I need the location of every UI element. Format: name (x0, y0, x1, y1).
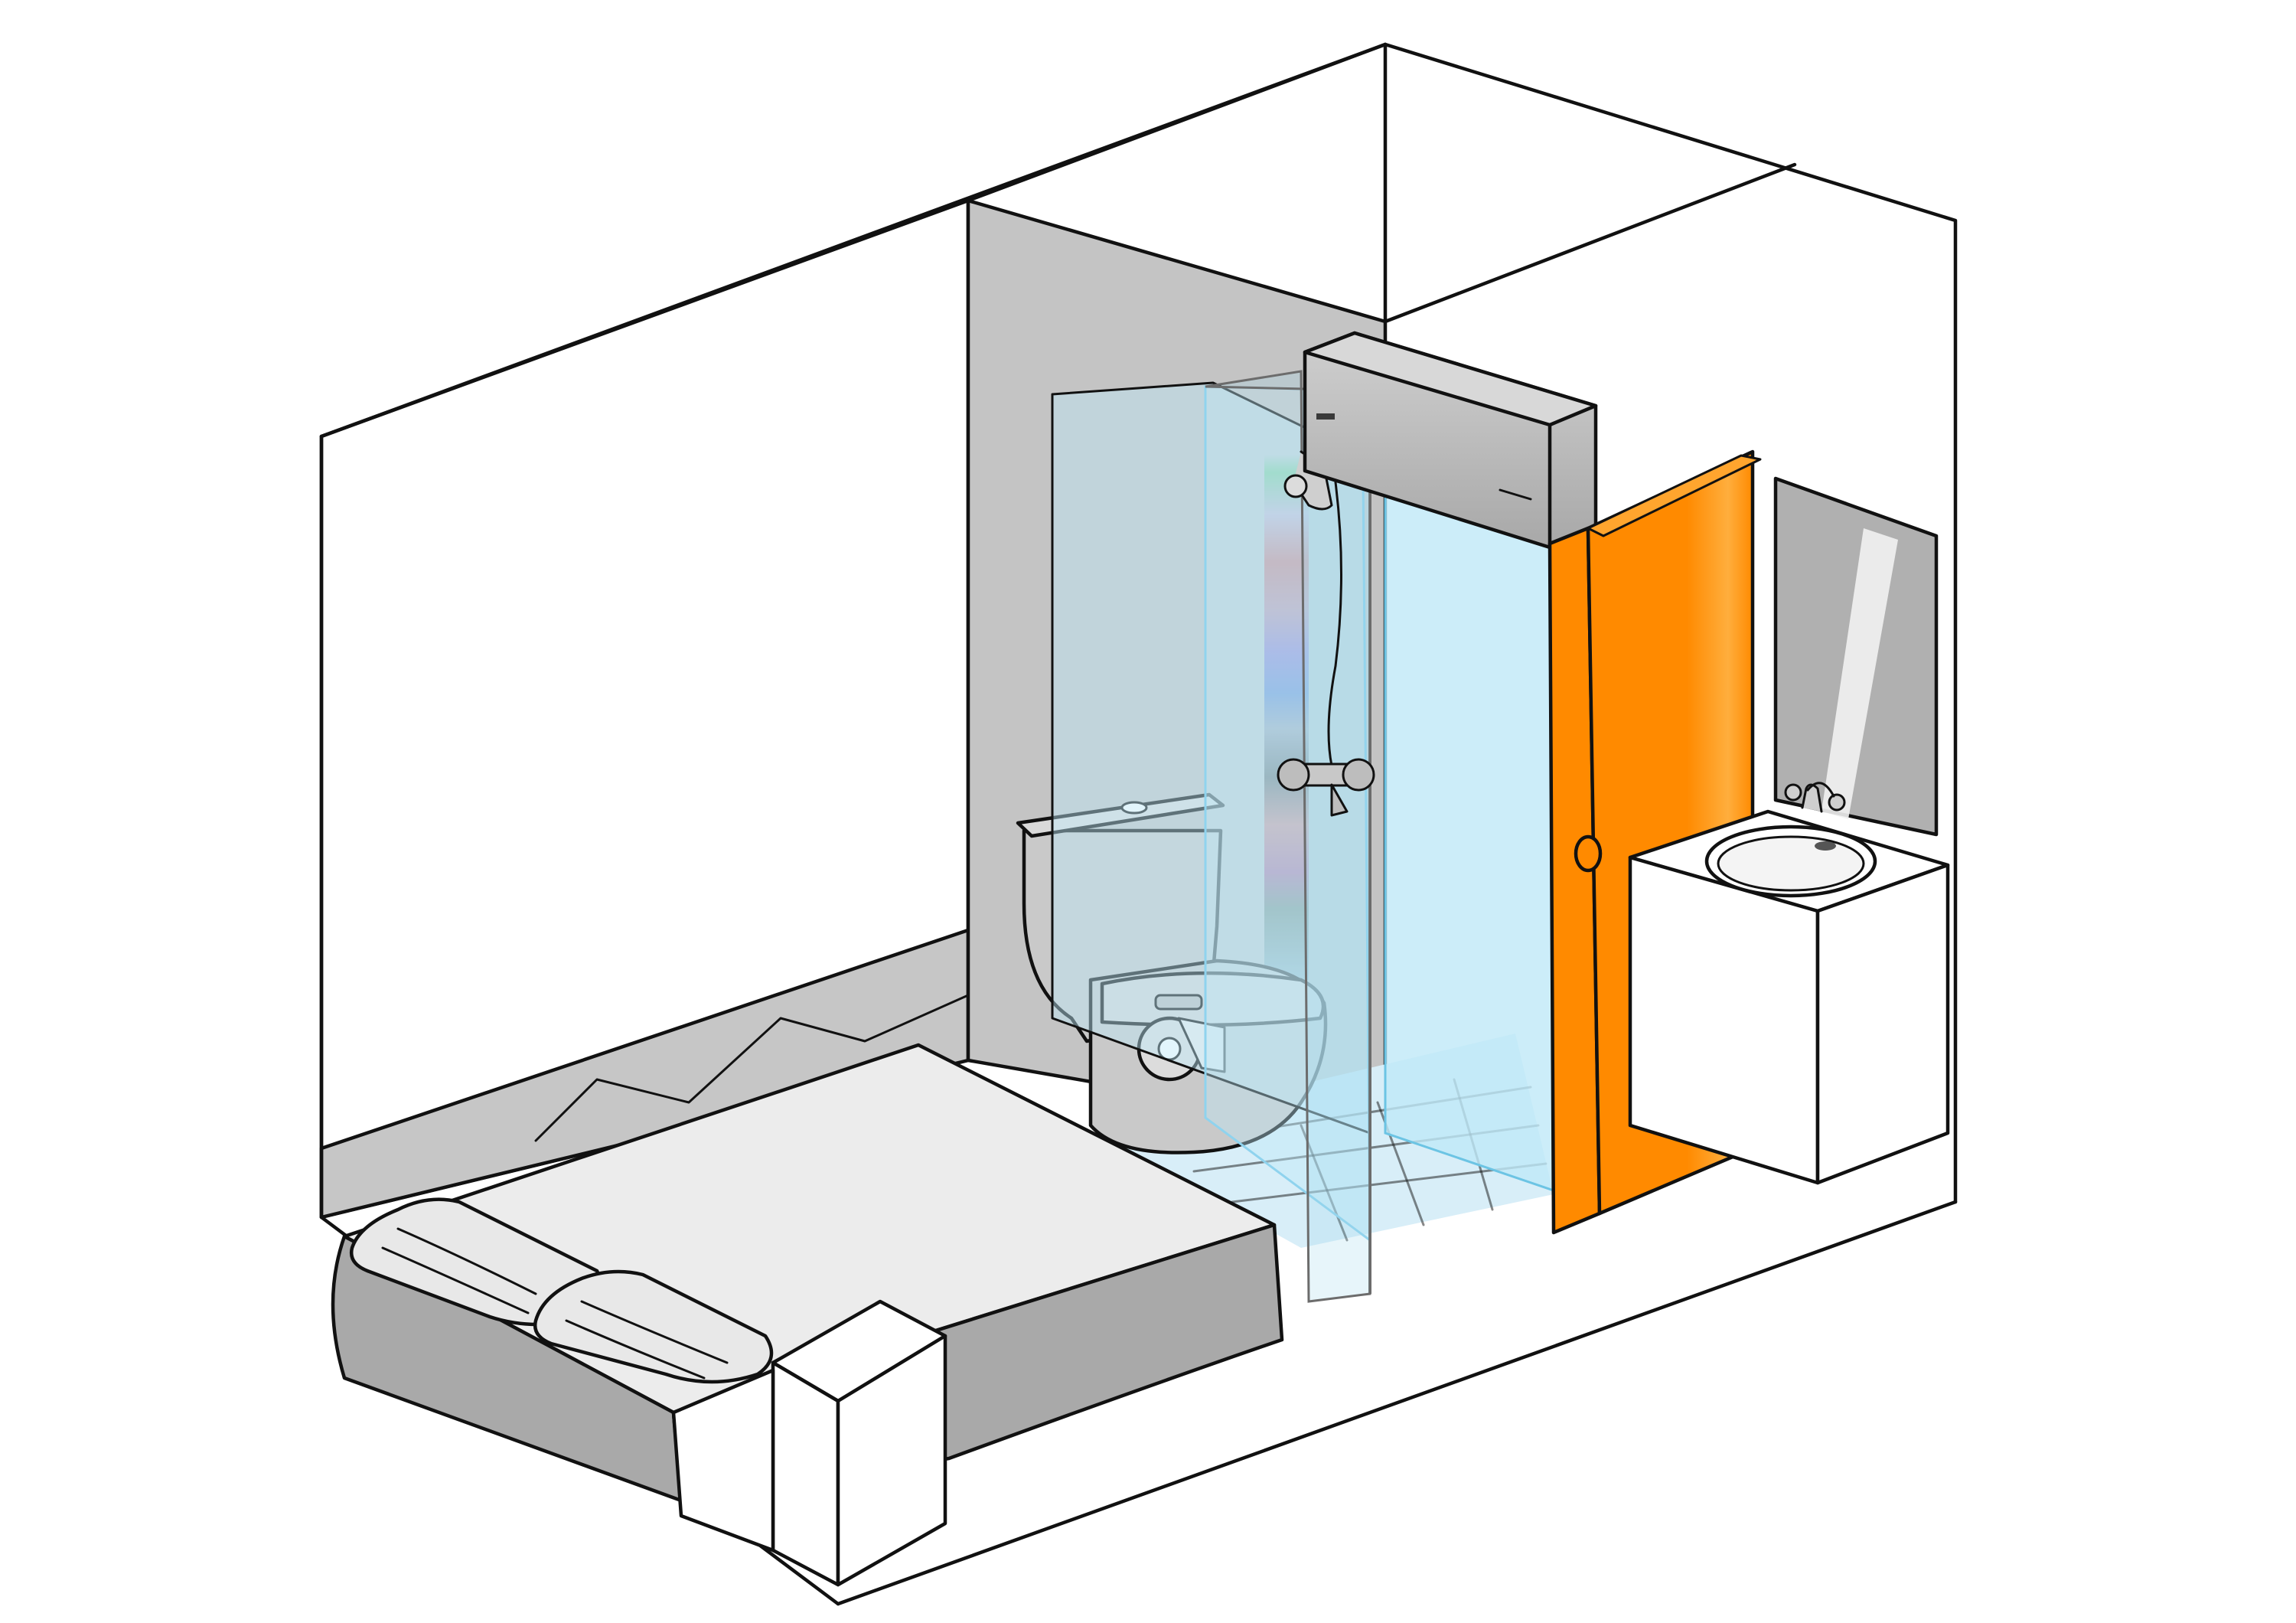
wall-ac-unit (1303, 331, 1598, 550)
vanity-with-sink (1628, 809, 1950, 1185)
door-handle-icon (1574, 834, 1603, 873)
glass-shower-screen (1051, 370, 1555, 1303)
room-shell (319, 42, 1958, 1606)
bedside-table (671, 1299, 947, 1587)
pillow-right (533, 1269, 774, 1384)
shower-head-icon (1283, 450, 1342, 767)
mirror (1773, 476, 1939, 837)
faucet-icon (1784, 782, 1846, 813)
shower-mixer-icon (1277, 758, 1375, 817)
toilet-roll-holder-icon (1137, 994, 1226, 1082)
